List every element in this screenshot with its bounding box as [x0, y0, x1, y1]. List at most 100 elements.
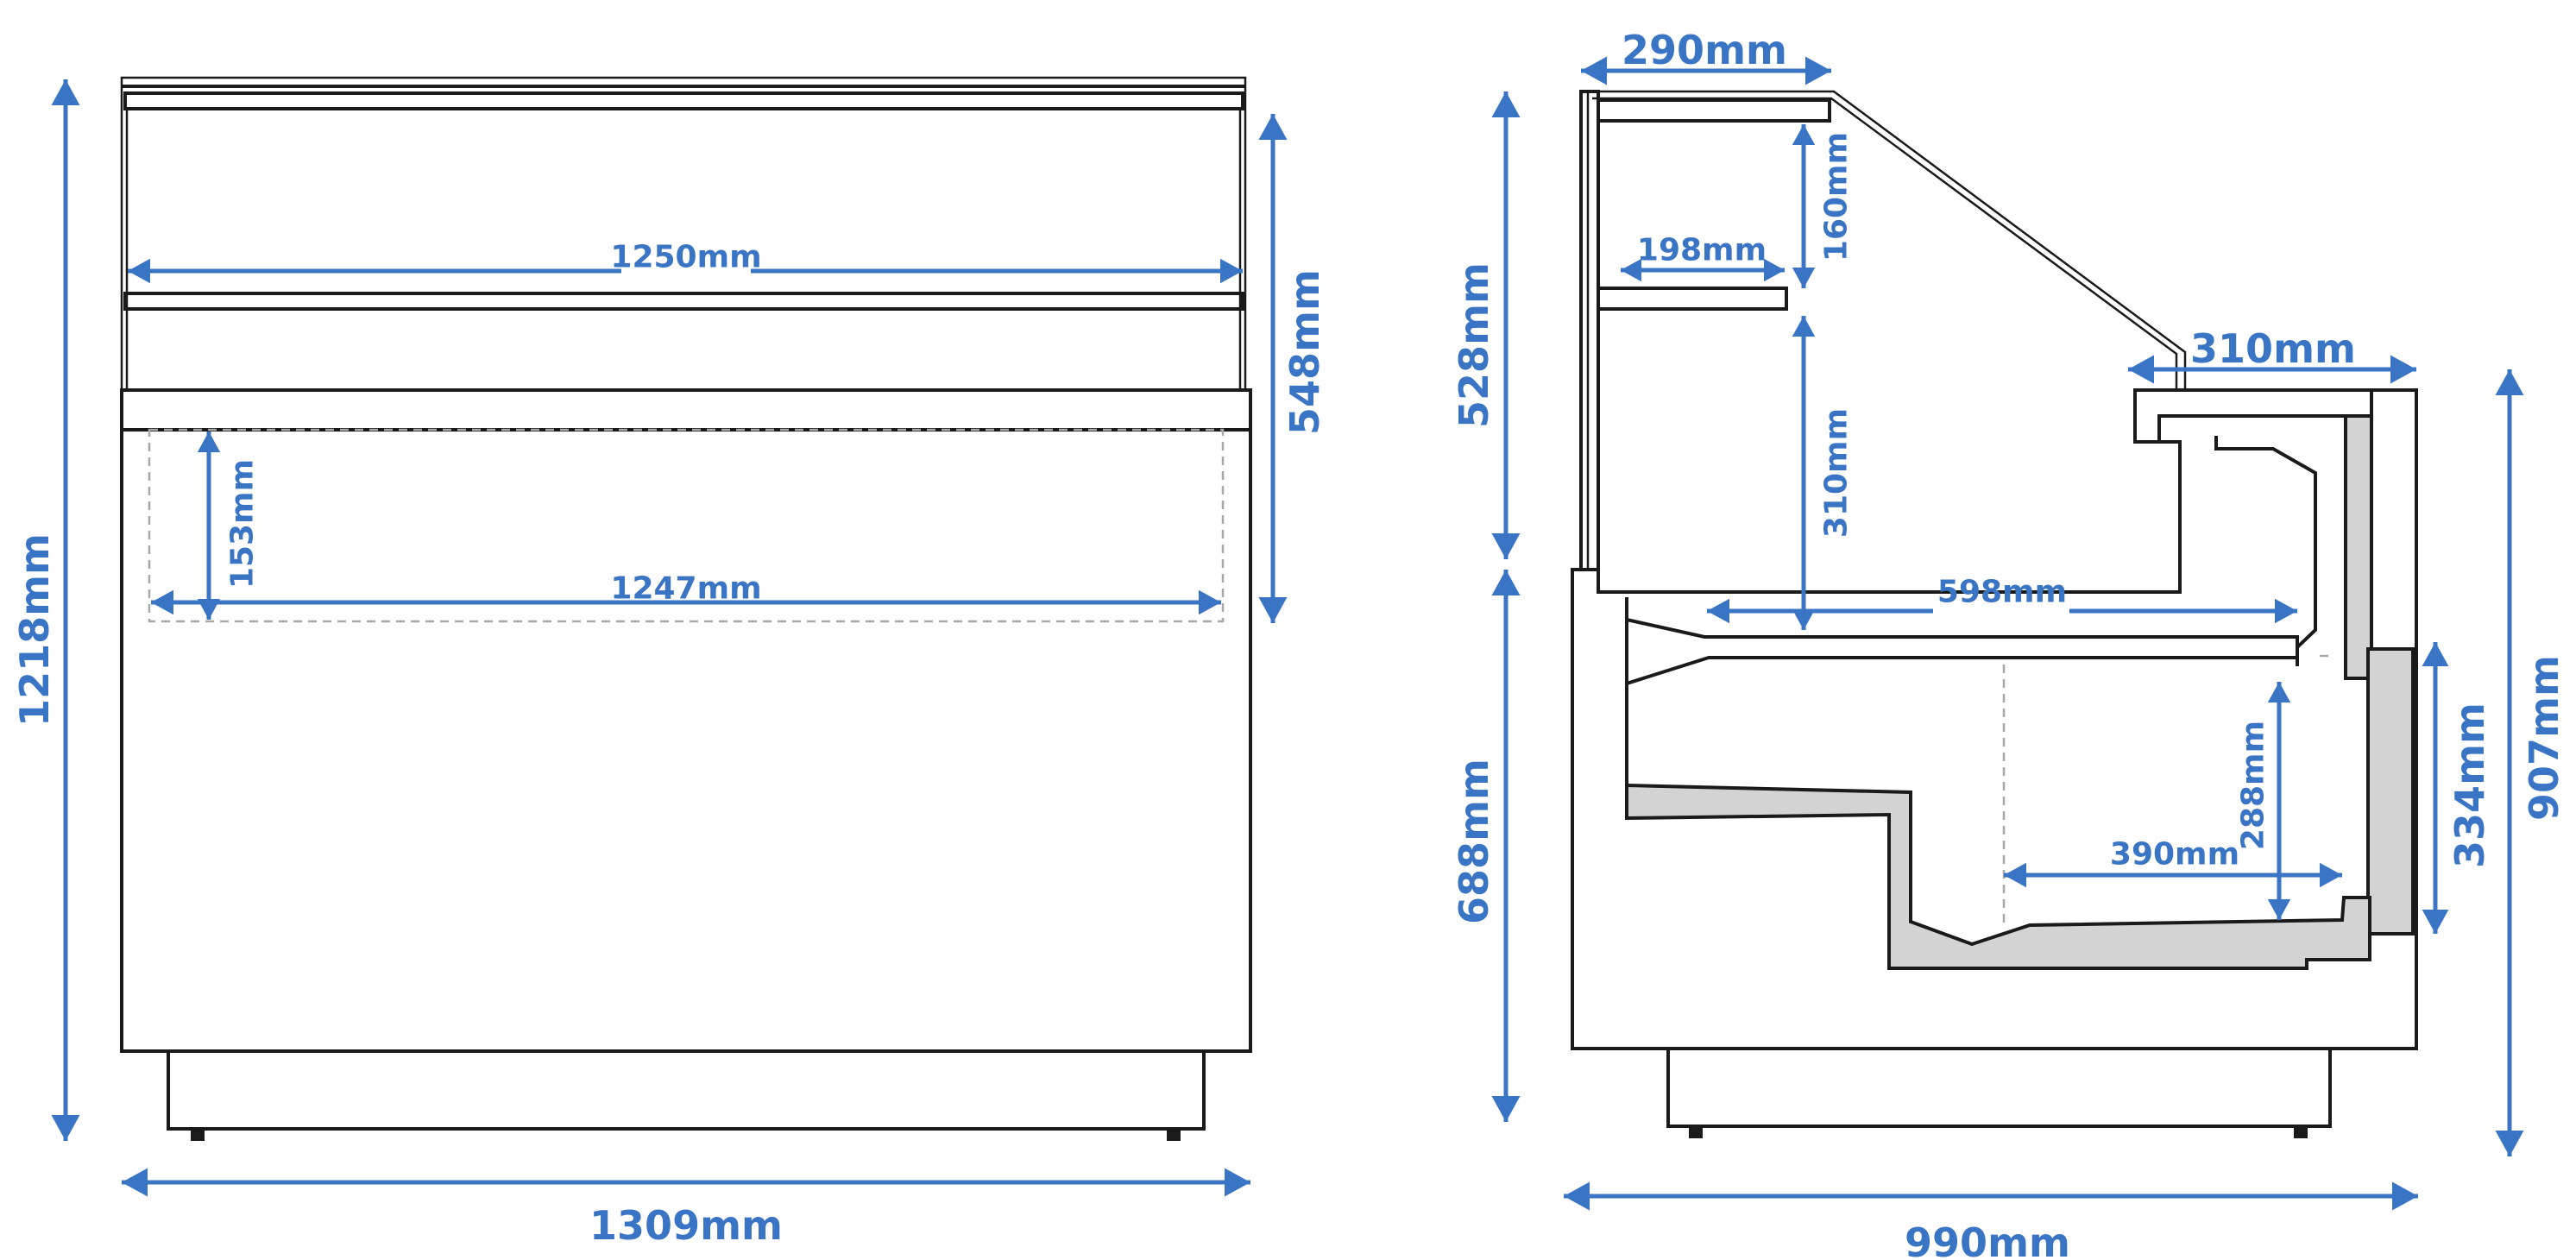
side-top-shelf-depth-arrowhead	[1805, 56, 1831, 85]
front-superstructure-height-arrowhead	[1258, 114, 1288, 140]
front-glass-frame	[120, 76, 1247, 392]
side-top-shelf-depth-label: 290mm	[1622, 27, 1787, 73]
side-storage-depth-label: 390mm	[2110, 837, 2239, 873]
side-storage-height-arrowhead	[2267, 899, 2291, 920]
front-foot-left	[191, 1129, 205, 1141]
side-deck-depth-dimension: 598mm	[1707, 575, 2297, 624]
side-storage-height-dimension: 288mm	[2236, 682, 2291, 920]
side-plinth	[1666, 1047, 2332, 1128]
side-rear-door-height-arrowhead	[2422, 910, 2449, 934]
side-base-insulation	[1625, 783, 2371, 970]
front-height-total-arrowhead	[51, 79, 80, 105]
front-well-depth-arrowhead	[197, 599, 221, 620]
side-height-total-dimension: 907mm	[2495, 369, 2567, 1156]
front-shelf-width-arrowhead	[1220, 258, 1243, 284]
side-view	[1571, 90, 2418, 1138]
front-well-depth-dimension: 153mm	[197, 432, 261, 620]
side-superstructure-height-arrowhead	[1491, 533, 1521, 559]
side-depth-total-arrowhead	[1564, 1181, 1590, 1211]
side-rear-door-height-dimension: 334mm	[2422, 642, 2493, 934]
side-rear-door-height-arrowhead	[2422, 642, 2449, 666]
front-well-width-arrowhead	[1199, 589, 1221, 615]
side-rear-door-height-label: 334mm	[2447, 702, 2493, 868]
side-base-height-arrowhead	[1491, 1096, 1521, 1122]
side-deck-depth-arrowhead	[2275, 598, 2297, 624]
side-shelf-to-deck-arrowhead	[1792, 316, 1816, 337]
side-deck-depth-arrowhead	[1707, 598, 1729, 624]
front-view	[120, 76, 1252, 1141]
front-shelf-width-label: 1250mm	[610, 240, 761, 275]
side-shelf-depth-arrowhead	[1621, 258, 1641, 282]
side-height-total-arrowhead	[2495, 369, 2524, 395]
front-top-shelf	[123, 91, 1244, 110]
side-depth-total-dimension: 990mm	[1564, 1181, 2418, 1260]
side-shelf-spacing-dimension: 160mm	[1792, 124, 1855, 288]
side-foot-left	[1689, 1126, 1703, 1138]
front-well-width-dimension: 1247mm	[151, 571, 1221, 615]
side-shelf-to-deck-label: 310mm	[1819, 408, 1855, 538]
side-depth-total-label: 990mm	[1905, 1219, 2070, 1260]
front-shelf-width-arrowhead	[128, 258, 150, 284]
front-plinth	[167, 1049, 1206, 1131]
front-shelf-width-dimension: 1250mm	[128, 240, 1243, 284]
side-rear-insulation-upper	[2344, 414, 2373, 680]
front-well-hidden	[148, 428, 1225, 623]
dimension-annotations: 1218mm 1309mm 548mm 1250mm 1247mm 153mm 290mm 1…	[11, 27, 2567, 1260]
side-shelf-depth-label: 198mm	[1637, 233, 1767, 268]
side-counter-depth-dimension: 310mm	[2128, 325, 2416, 384]
side-front-glass-inner	[1592, 97, 2178, 390]
front-width-total-label: 1309mm	[589, 1202, 783, 1249]
side-shelf-depth-dimension: 198mm	[1621, 233, 1785, 282]
front-superstructure-height-label: 548mm	[1282, 269, 1328, 435]
front-width-total-arrowhead	[1225, 1168, 1250, 1197]
side-shelf-spacing-arrowhead	[1792, 124, 1816, 145]
front-height-total-label: 1218mm	[11, 533, 58, 727]
side-height-total-arrowhead	[2495, 1131, 2524, 1156]
side-base-height-label: 688mm	[1451, 759, 1497, 924]
side-middle-shelf	[1597, 287, 1788, 311]
side-depth-total-arrowhead	[2392, 1181, 2418, 1211]
front-height-total-arrowhead	[51, 1115, 80, 1141]
side-counter-depth-arrowhead	[2128, 355, 2154, 384]
side-top-shelf-depth-dimension: 290mm	[1581, 27, 1831, 85]
side-counter-depth-label: 310mm	[2190, 325, 2356, 372]
side-back-upright	[1579, 90, 1600, 594]
side-superstructure-height-arrowhead	[1491, 91, 1521, 117]
side-base-height-arrowhead	[1491, 570, 1521, 595]
side-height-total-label: 907mm	[2521, 655, 2567, 821]
side-shelf-to-deck-arrowhead	[1792, 609, 1816, 630]
front-middle-shelf	[123, 292, 1244, 311]
front-height-total-dimension: 1218mm	[11, 79, 80, 1141]
side-shelf-to-deck-dimension: 310mm	[1792, 316, 1855, 630]
front-cabinet-body	[120, 428, 1252, 1053]
side-shelf-spacing-arrowhead	[1792, 268, 1816, 288]
side-base-height-dimension: 688mm	[1451, 570, 1521, 1122]
side-rear-insulation-lower	[2366, 647, 2415, 936]
side-superstructure-height-label: 528mm	[1451, 262, 1497, 428]
front-counter-band	[120, 388, 1252, 432]
side-shelf-spacing-label: 160mm	[1819, 132, 1855, 261]
front-superstructure-height-dimension: 548mm	[1258, 114, 1328, 623]
side-storage-height-arrowhead	[2267, 682, 2291, 702]
side-shelf-depth-arrowhead	[1764, 258, 1785, 282]
front-well-width-label: 1247mm	[610, 571, 761, 607]
side-deck-depth-label: 598mm	[1937, 575, 2067, 610]
side-storage-height-label: 288mm	[2236, 721, 2271, 850]
front-well-width-arrowhead	[151, 589, 173, 615]
side-storage-depth-arrowhead	[2004, 862, 2026, 888]
side-top-shelf-depth-arrowhead	[1581, 56, 1607, 85]
front-superstructure-height-arrowhead	[1258, 597, 1288, 623]
side-top-shelf	[1597, 98, 1831, 123]
side-storage-depth-dimension: 390mm	[2004, 837, 2342, 888]
side-foot-right	[2294, 1126, 2308, 1138]
front-width-total-arrowhead	[122, 1168, 148, 1197]
side-counter-depth-arrowhead	[2390, 355, 2416, 384]
side-superstructure-height-dimension: 528mm	[1451, 91, 1521, 559]
front-well-depth-label: 153mm	[225, 459, 261, 589]
front-width-total-dimension: 1309mm	[122, 1168, 1250, 1249]
front-well-depth-arrowhead	[197, 432, 221, 452]
front-foot-right	[1167, 1129, 1181, 1141]
side-storage-depth-arrowhead	[2320, 862, 2342, 888]
